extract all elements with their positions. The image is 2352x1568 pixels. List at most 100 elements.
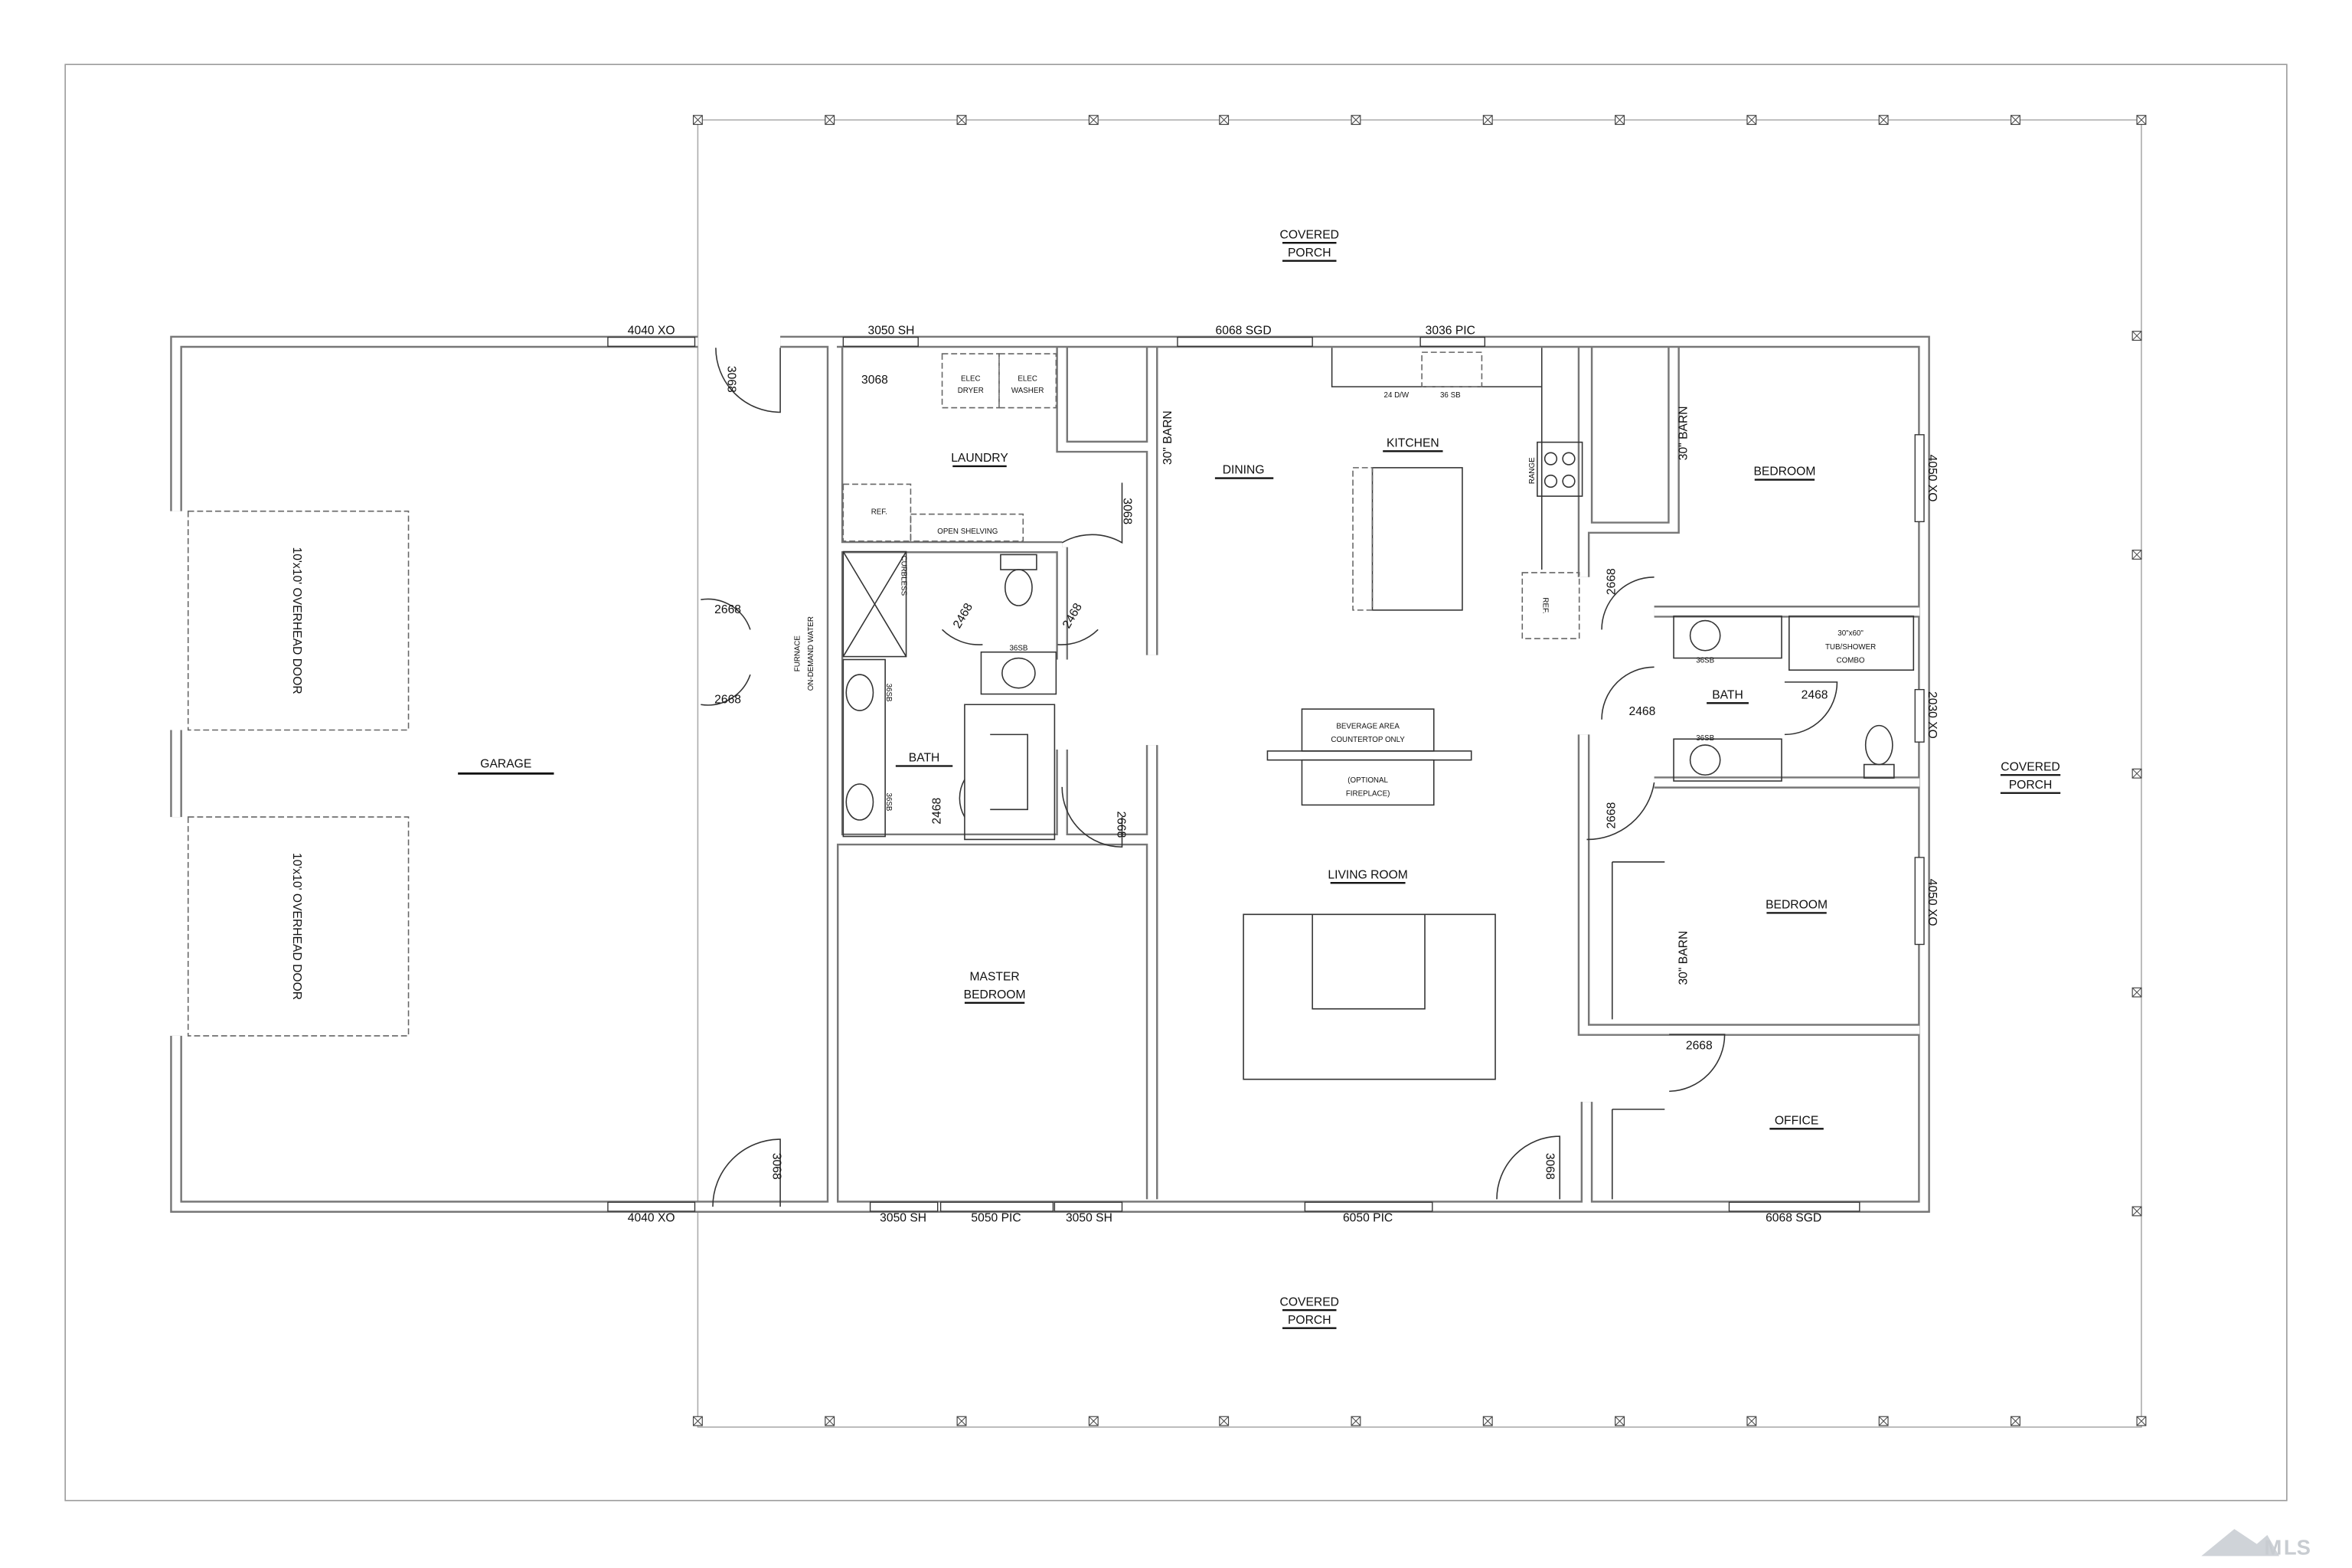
sink-label: 36SB xyxy=(1009,645,1027,653)
tub-label: TUB/SHOWER xyxy=(1825,643,1876,652)
door-label: 3068 xyxy=(861,374,888,387)
tub-label: 30"x60" xyxy=(1838,629,1864,638)
porch-post-cross xyxy=(2132,550,2142,560)
dryer-label: ELEC xyxy=(961,374,981,383)
window-label: 4040 XO xyxy=(628,325,675,338)
window-label: 3050 SH xyxy=(1066,1212,1112,1225)
washer-label: WASHER xyxy=(1011,387,1044,395)
room-garage: GARAGE xyxy=(480,757,531,770)
fireplace-label: (OPTIONAL xyxy=(1348,776,1388,785)
porch-post-cross xyxy=(1089,115,1099,125)
door-label: 2468 xyxy=(931,798,944,825)
porch-bottom-l1: COVERED xyxy=(1280,1295,1339,1308)
window-label: 6050 PIC xyxy=(1343,1212,1393,1225)
porch-post-cross xyxy=(1746,1416,1757,1426)
barn-door-label: 30" BARN xyxy=(1677,931,1690,985)
porch-post-cross xyxy=(693,115,703,125)
room-master-bedroom-l1: MASTER xyxy=(969,970,1019,983)
window-label: 5050 PIC xyxy=(971,1212,1021,1225)
window-label: 3050 SH xyxy=(868,325,915,338)
mls-logo: M LS xyxy=(2201,1529,2311,1559)
porch-post-cross xyxy=(693,1416,703,1426)
door-label: 3068 xyxy=(725,366,738,393)
door-label: 3068 xyxy=(769,1153,782,1180)
barn-door-label: 30" BARN xyxy=(1677,406,1690,460)
door-label: 3068 xyxy=(1120,498,1133,524)
porch-post-cross xyxy=(2132,769,2142,779)
door-swings xyxy=(701,348,1838,1207)
porch-post-cross xyxy=(825,115,835,125)
barn-door-label: 30" BARN xyxy=(1161,410,1174,465)
range-label: RANGE xyxy=(1528,457,1537,484)
washer-label: ELEC xyxy=(1018,374,1037,383)
porch-posts xyxy=(692,115,2147,1426)
window-label: 4050 XO xyxy=(1926,455,1939,502)
room-living-room: LIVING ROOM xyxy=(1328,868,1407,881)
fireplace-label: FIREPLACE) xyxy=(1346,790,1390,799)
porch-post-cross xyxy=(1483,115,1493,125)
porch-right-l2: PORCH xyxy=(2009,779,2053,792)
room-kitchen: KITCHEN xyxy=(1387,436,1439,449)
svg-text:LS: LS xyxy=(2284,1535,2311,1559)
beverage-label: BEVERAGE AREA xyxy=(1336,723,1400,731)
porch-top-l2: PORCH xyxy=(1288,247,1331,260)
window-label: 2030 XO xyxy=(1926,691,1939,739)
open-shelving-label: OPEN SHELVING xyxy=(937,528,998,536)
porch-post-cross xyxy=(1089,1416,1099,1426)
porch-post-cross xyxy=(2136,115,2147,125)
porch-post-cross xyxy=(1351,1416,1361,1426)
porch-post-cross xyxy=(1746,115,1757,125)
laundry-ref-label: REF. xyxy=(871,508,887,517)
porch-post-cross xyxy=(956,115,967,125)
door-label: 2668 xyxy=(1115,811,1128,838)
dryer-label: DRYER xyxy=(958,387,984,395)
porch-post-cross xyxy=(2132,987,2142,998)
room-bath-2: BATH xyxy=(1712,688,1743,701)
room-dining: DINING xyxy=(1223,464,1265,477)
porch-right-l1: COVERED xyxy=(2001,760,2060,773)
door-label: 3068 xyxy=(1544,1153,1557,1180)
window-label: 6068 SGD xyxy=(1766,1212,1821,1225)
door-label: 2468 xyxy=(1628,705,1655,718)
overhead-door-label-2: 10'x10' OVERHEAD DOOR xyxy=(290,853,303,1000)
porch-post-cross xyxy=(1219,115,1229,125)
beverage-label: COUNTERTOP ONLY xyxy=(1331,736,1405,744)
porch-post-cross xyxy=(1878,115,1889,125)
overhead-door-label-1: 10'x10' OVERHEAD DOOR xyxy=(290,547,303,694)
porch-post-cross xyxy=(1219,1416,1229,1426)
window-label: 3036 PIC xyxy=(1426,325,1475,338)
furnace-label: FURNACE xyxy=(794,635,802,672)
porch-bottom-l2: PORCH xyxy=(1288,1314,1331,1327)
room-master-bedroom-l2: BEDROOM xyxy=(964,988,1026,1001)
room-bedroom-2: BEDROOM xyxy=(1766,899,1828,912)
porch-post-cross xyxy=(1483,1416,1493,1426)
windows xyxy=(607,336,1925,1212)
room-office: OFFICE xyxy=(1775,1114,1818,1127)
overhead-door-2 xyxy=(187,816,410,1037)
porch-post-cross xyxy=(2011,1416,2020,1426)
furnace-label: ON-DEMAND WATER xyxy=(807,616,815,691)
door-label: 2668 xyxy=(1606,802,1619,828)
room-laundry: LAUNDRY xyxy=(951,452,1008,465)
porch-post-cross xyxy=(1615,1416,1625,1426)
porch-top-l1: COVERED xyxy=(1280,228,1339,241)
dishwasher-label: 24 D/W xyxy=(1384,391,1410,400)
porch-post-cross xyxy=(2132,331,2142,341)
sink-label: 36SB xyxy=(884,793,893,812)
door-label: 2668 xyxy=(1606,568,1619,595)
overhead-door-1 xyxy=(187,510,410,731)
porch-post-cross xyxy=(1615,115,1625,125)
door-label: 2668 xyxy=(714,693,741,706)
porch-post-cross xyxy=(956,1416,967,1426)
room-master-bath: BATH xyxy=(909,752,940,765)
window-label: 4050 XO xyxy=(1926,879,1939,926)
sink-label: 36SB xyxy=(884,684,893,702)
sink-label: 36SB xyxy=(1696,734,1714,743)
sheet-border xyxy=(64,64,2288,1501)
svg-text:M: M xyxy=(2264,1535,2282,1559)
door-label: 2668 xyxy=(714,603,741,616)
fixtures xyxy=(842,348,1915,1200)
porch-post-cross xyxy=(2011,115,2020,125)
door-label: 2668 xyxy=(1686,1040,1713,1053)
window-label: 6068 SGD xyxy=(1216,325,1272,338)
